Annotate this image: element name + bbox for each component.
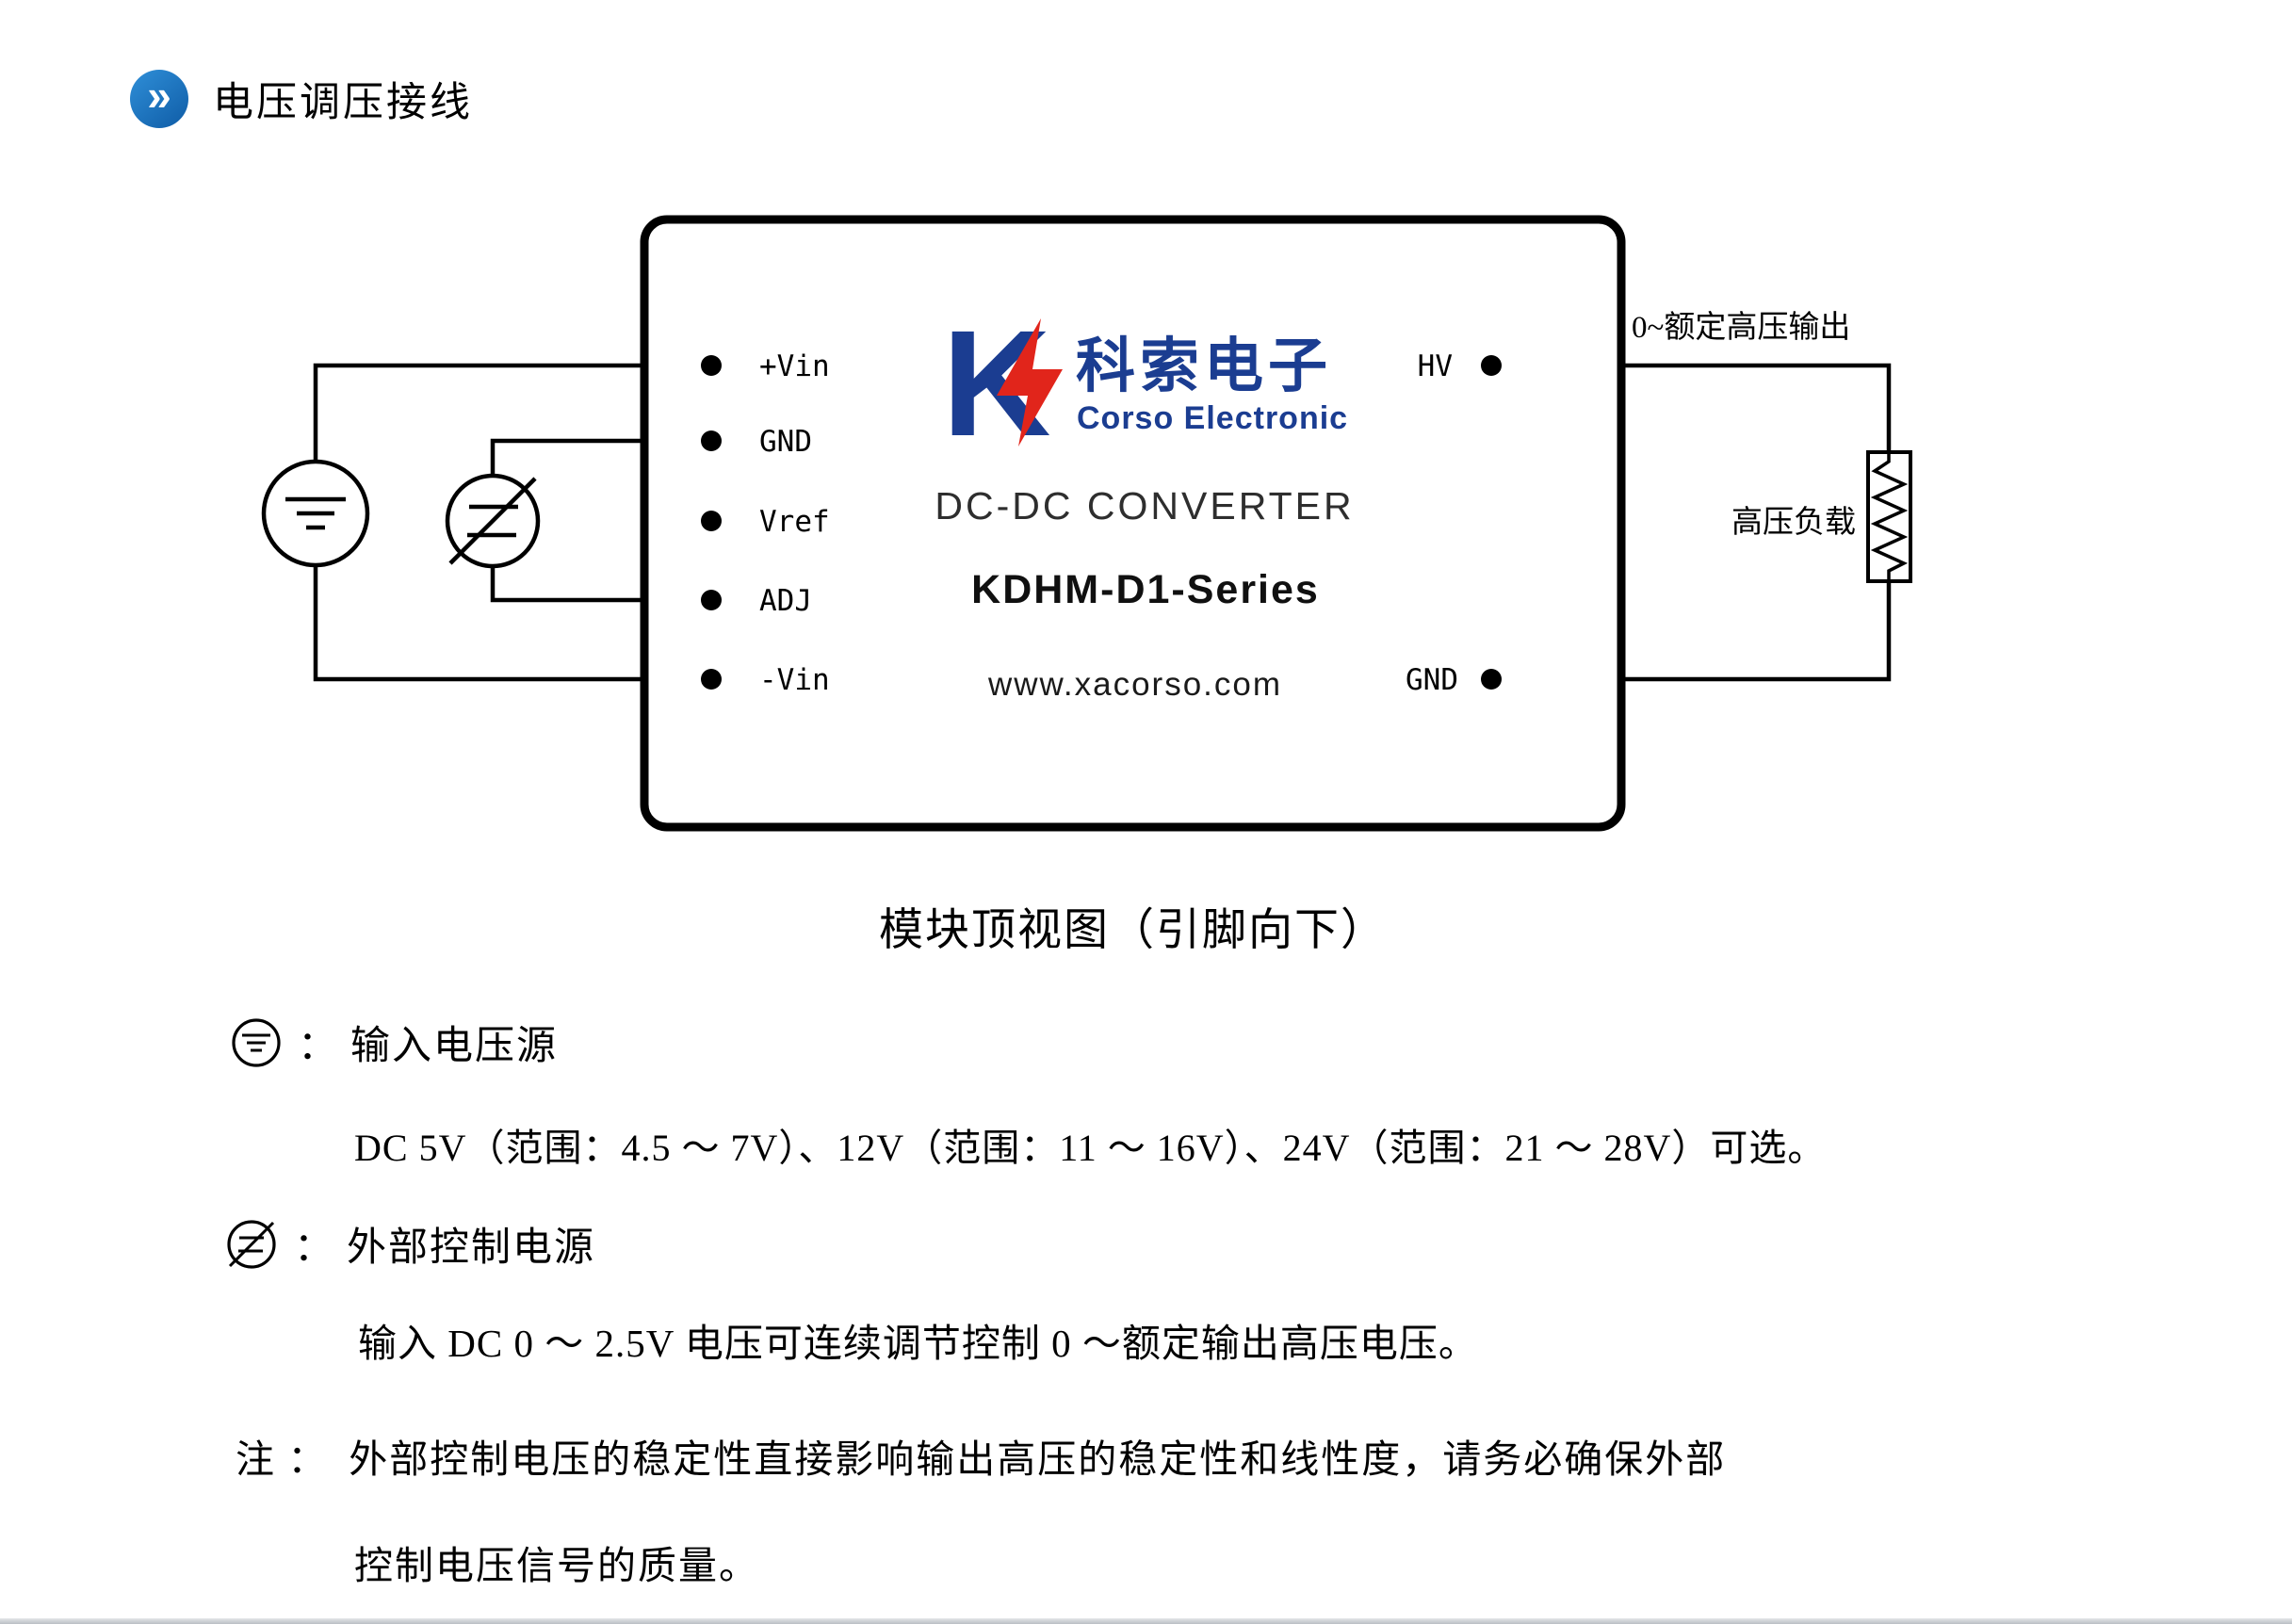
wire-input-negative <box>313 565 711 682</box>
pin-dot-hv <box>1481 355 1502 376</box>
pin-label-vin-minus: -Vin <box>759 663 830 697</box>
wire-control-to-adj <box>490 566 711 603</box>
control-source-icon <box>227 1219 276 1269</box>
pin-dot-vin-plus <box>701 355 722 376</box>
legend-control-detail: 输入 DC 0 ～ 2.5V 电压可连续调节控制 0 ～额定输出高压电压。 <box>358 1322 1478 1365</box>
pin-dot-vref <box>701 511 722 531</box>
pin-label-hv: HV <box>1418 349 1453 383</box>
pin-label-gnd-left: GND <box>759 425 812 459</box>
product-type-label: DC-DC CONVERTER <box>935 484 1354 528</box>
note-text-line2: 控制电压信号的质量。 <box>354 1544 759 1587</box>
wire-control-to-gnd <box>490 438 711 476</box>
input-voltage-source-symbol <box>261 459 370 568</box>
header: » 电压调压接线 <box>130 70 473 128</box>
wiring-diagram: +Vin GND Vref ADJ -Vin HV GND K 科索电子 Cor… <box>261 215 1912 832</box>
external-control-source-symbol <box>445 473 541 569</box>
note-prefix: 注 ： <box>236 1437 329 1481</box>
pin-dot-gnd-right <box>1481 669 1502 690</box>
legend-control-colon: ： <box>294 1226 336 1270</box>
page-bottom-edge <box>0 1618 2292 1624</box>
legend-input-colon: ： <box>298 1025 340 1068</box>
brand-name-en: Corso Electronic <box>1077 400 1348 436</box>
module-caption: 模块顶视图（引脚向下） <box>879 906 1387 955</box>
page-title: 电压调压接线 <box>213 81 473 125</box>
legend-control-source-row: ： 外部控制电源 <box>224 1215 595 1273</box>
chevrons-right-icon: » <box>130 70 188 128</box>
lightning-bolt-icon <box>997 318 1063 447</box>
pin-dot-gnd-left <box>701 430 722 451</box>
pin-dot-adj <box>701 590 722 610</box>
pin-dot-vin-minus <box>701 669 722 690</box>
website-label: www.xacorso.com <box>987 666 1282 703</box>
note-line1: 注 ： 外部控制电压的稳定性直接影响输出高压的稳定性和线性度，请务必确保外部 <box>236 1427 1726 1484</box>
pin-label-gnd-right: GND <box>1406 663 1458 697</box>
chevrons-glyph: » <box>147 71 171 120</box>
legend-input-detail: DC 5V（范围：4.5 ～ 7V）、12V（范围：11 ～ 16V）、24V（… <box>354 1127 1827 1169</box>
load-resistor <box>1866 450 1912 583</box>
load-label: 高压负载 <box>1731 505 1856 540</box>
pin-label-vref: Vref <box>759 505 830 539</box>
wire-input-positive <box>313 363 711 462</box>
series-label: KDHM-D1-Series <box>971 567 1320 612</box>
pin-label-adj: ADJ <box>759 584 812 618</box>
pin-label-vin-plus: +Vin <box>759 349 830 383</box>
legend-input-label: 输入电压源 <box>350 1025 559 1068</box>
legend-control-label: 外部控制电源 <box>347 1226 596 1270</box>
module-outline <box>640 215 1626 832</box>
note-text-line1: 外部控制电压的稳定性直接影响输出高压的稳定性和线性度，请务必确保外部 <box>349 1437 1727 1481</box>
brand-name-cn: 科索电子 <box>1076 333 1332 399</box>
hv-output-label: 0~额定高压输出 <box>1632 310 1850 345</box>
legend-input-source-row: ： 输入电压源 <box>230 1014 558 1071</box>
battery-source-icon <box>232 1017 281 1067</box>
